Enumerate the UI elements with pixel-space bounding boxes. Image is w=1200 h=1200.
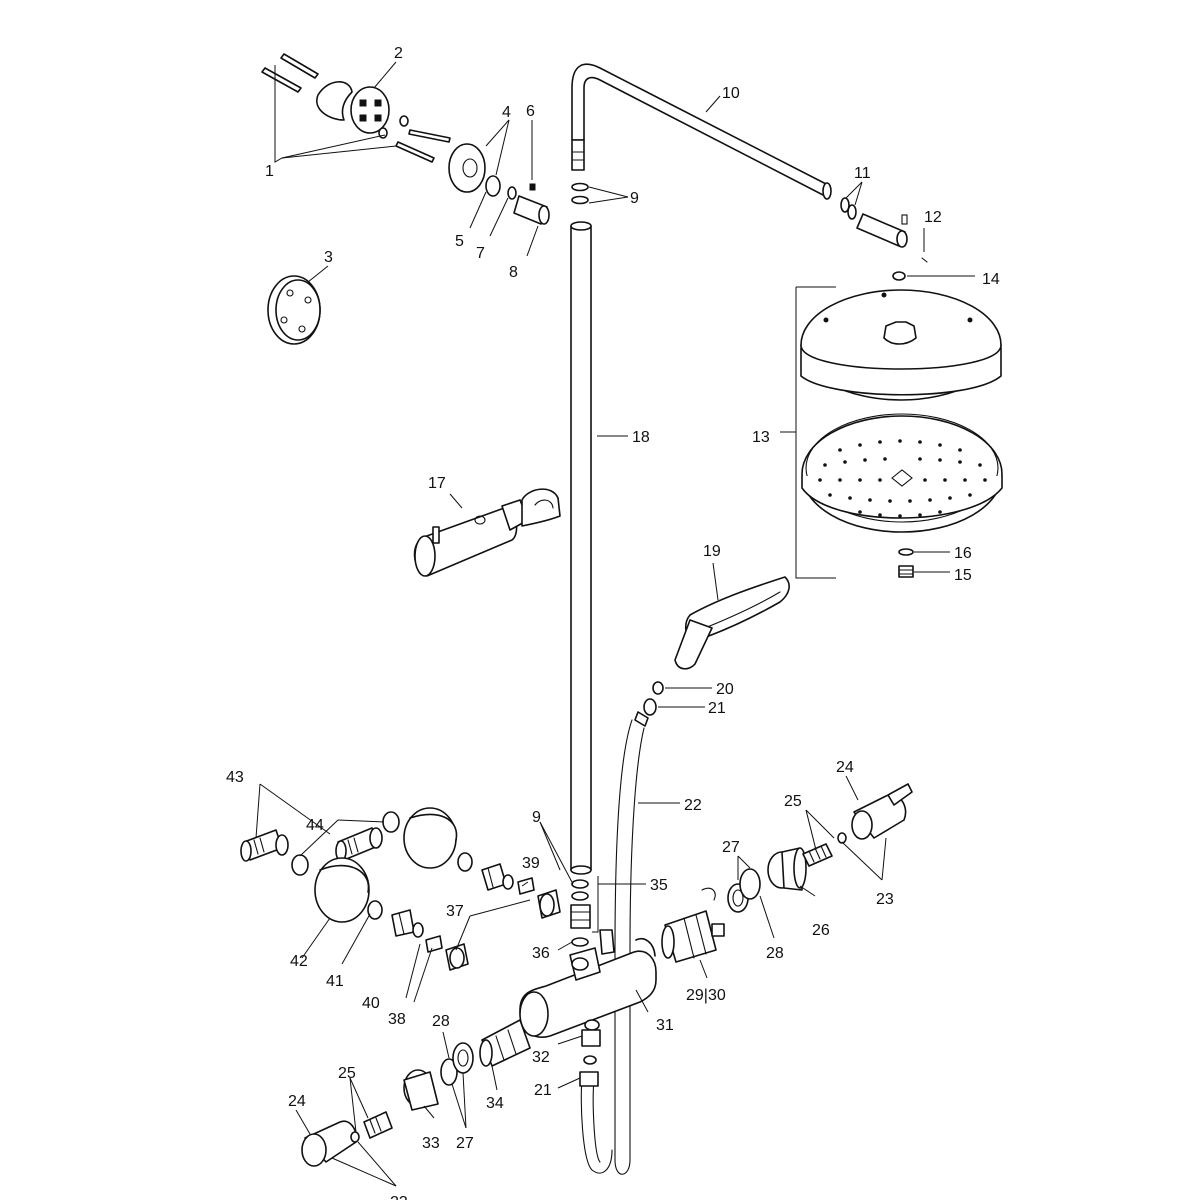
callout-16: 16 [954, 545, 972, 562]
ball-joint [856, 213, 928, 263]
riser-pipe [570, 221, 592, 875]
callout-36: 36 [532, 945, 550, 962]
callout-40: 40 [362, 995, 380, 1012]
left-adjust-unit [403, 1069, 439, 1111]
callout-17: 17 [428, 475, 446, 492]
callout-25-right: 25 [784, 793, 802, 810]
callout-labels: 1 2 3 4 5 6 7 8 9 9 10 11 12 13 14 15 16… [226, 45, 1000, 1200]
right-handle [851, 783, 913, 840]
callout-33: 33 [422, 1135, 440, 1152]
callout-27-right: 27 [722, 839, 740, 856]
diverter-cartridge [479, 1019, 531, 1067]
callout-10: 10 [722, 85, 740, 102]
leader-lines [255, 61, 975, 1187]
callout-9-bottom: 9 [532, 809, 541, 826]
left-ring-set [440, 1042, 474, 1086]
callout-1: 1 [265, 163, 274, 180]
right-spindle [802, 832, 847, 867]
callout-28-right: 28 [766, 945, 784, 962]
lower-connector-set [240, 829, 309, 876]
hose-washers [643, 681, 664, 716]
callout-34: 34 [486, 1095, 504, 1112]
callout-8: 8 [509, 264, 518, 281]
callout-21-top: 21 [708, 700, 726, 717]
upper-escutcheon [403, 807, 473, 872]
callout-11: 11 [854, 165, 871, 182]
left-spindle [350, 1111, 393, 1143]
hand-shower [674, 576, 790, 670]
callout-24-left: 24 [288, 1093, 306, 1110]
upper-connector-set [335, 811, 400, 862]
callout-24-right: 24 [836, 759, 854, 776]
callout-37: 37 [446, 903, 464, 920]
lower-inlet-unions [391, 909, 469, 971]
wall-rosette [448, 143, 501, 197]
wall-connector [507, 183, 550, 225]
callout-12: 12 [924, 209, 942, 226]
callout-20: 20 [716, 681, 734, 698]
callout-29-30: 29|30 [686, 987, 726, 1004]
callout-28-left: 28 [432, 1013, 450, 1030]
callout-6: 6 [526, 103, 535, 120]
callout-9-top: 9 [630, 190, 639, 207]
lower-escutcheon [314, 857, 383, 923]
callout-32: 32 [532, 1049, 550, 1066]
callout-2: 2 [394, 45, 403, 62]
thermostat-body [519, 929, 657, 1038]
right-adjust-unit [767, 847, 807, 891]
right-ring-set [727, 868, 761, 913]
callout-7: 7 [476, 245, 485, 262]
wall-screws [261, 53, 451, 163]
callout-26: 26 [812, 922, 830, 939]
callout-13: 13 [752, 429, 770, 446]
callout-4: 4 [502, 104, 511, 121]
callout-19: 19 [703, 543, 721, 560]
callout-18: 18 [632, 429, 650, 446]
callout-31: 31 [656, 1017, 674, 1034]
arm-seals [840, 197, 857, 220]
thermostat-cartridge [661, 887, 725, 963]
callout-3: 3 [324, 249, 333, 266]
inlet-unions [481, 863, 561, 919]
body-outlet-parts [581, 1019, 601, 1065]
overhead-shower-top [800, 271, 1002, 401]
shower-arm [571, 63, 832, 200]
hand-shower-holder [413, 488, 561, 577]
callout-42: 42 [290, 953, 308, 970]
shower-hose [579, 711, 649, 1175]
mounting-plate [316, 81, 390, 134]
spray-insert [898, 548, 914, 578]
callout-41: 41 [326, 973, 344, 990]
callout-44: 44 [306, 817, 324, 834]
overhead-shower-face [801, 413, 1003, 533]
callout-15: 15 [954, 567, 972, 584]
callout-22: 22 [684, 797, 702, 814]
callout-38: 38 [388, 1011, 406, 1028]
callout-5: 5 [455, 233, 464, 250]
callout-21-bottom: 21 [534, 1082, 552, 1099]
cover-cap [267, 275, 321, 345]
left-handle [301, 1120, 358, 1167]
spray-nozzles [818, 439, 987, 518]
callout-23-left: 23 [390, 1194, 408, 1200]
arm-o-rings [571, 182, 589, 205]
callout-23-right: 23 [876, 891, 894, 908]
callout-39: 39 [522, 855, 540, 872]
callout-27-left: 27 [456, 1135, 474, 1152]
callout-35: 35 [650, 877, 668, 894]
riser-connectors [570, 879, 591, 947]
callout-43: 43 [226, 769, 244, 786]
callout-25-left: 25 [338, 1065, 356, 1082]
callout-14: 14 [982, 271, 1000, 288]
